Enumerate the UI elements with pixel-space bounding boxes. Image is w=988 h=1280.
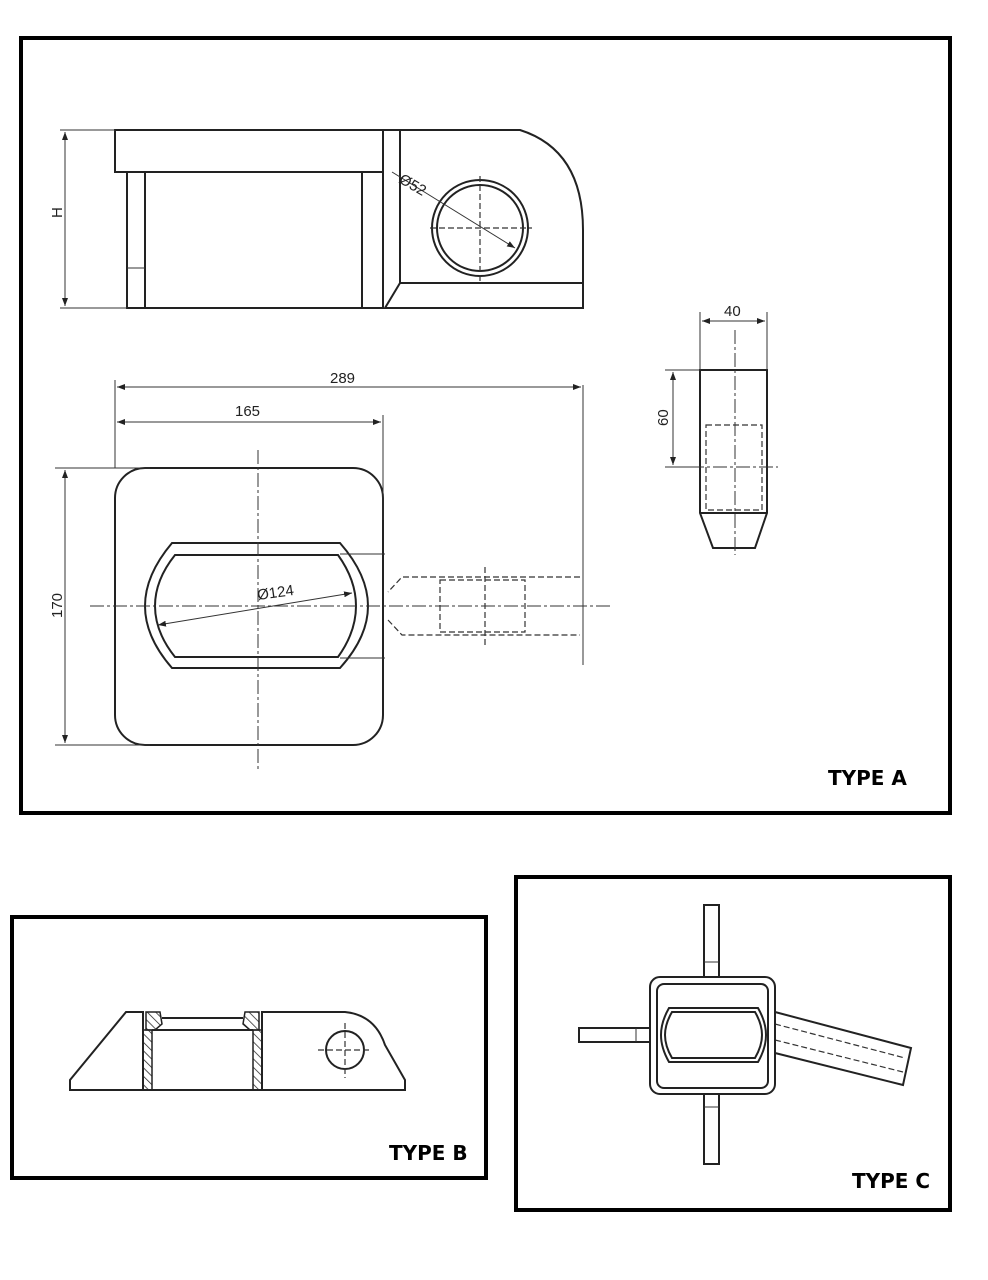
type-a-label: TYPE A xyxy=(828,766,907,790)
height-dim: H xyxy=(49,207,66,218)
type-c-panel: TYPE C xyxy=(514,875,952,1212)
body-width-dim: 170 xyxy=(49,593,66,618)
overall-length-dim: 289 xyxy=(330,370,355,387)
lug-height-dim: 60 xyxy=(655,409,672,426)
type-b-panel: TYPE B xyxy=(10,915,488,1180)
type-a-lug-view: 40 60 xyxy=(655,303,778,555)
body-length-dim: 165 xyxy=(235,403,260,420)
lug-width-dim: 40 xyxy=(724,303,741,320)
type-a-side-view: Ø52 H xyxy=(49,129,584,309)
opening-diameter-dim: Ø124 xyxy=(256,582,295,604)
type-a-panel: Ø52 H Ø124 289 165 xyxy=(19,36,952,815)
type-b-label: TYPE B xyxy=(389,1141,468,1165)
type-c-label: TYPE C xyxy=(852,1169,930,1193)
type-a-plan-view: Ø124 289 165 170 xyxy=(49,370,610,770)
